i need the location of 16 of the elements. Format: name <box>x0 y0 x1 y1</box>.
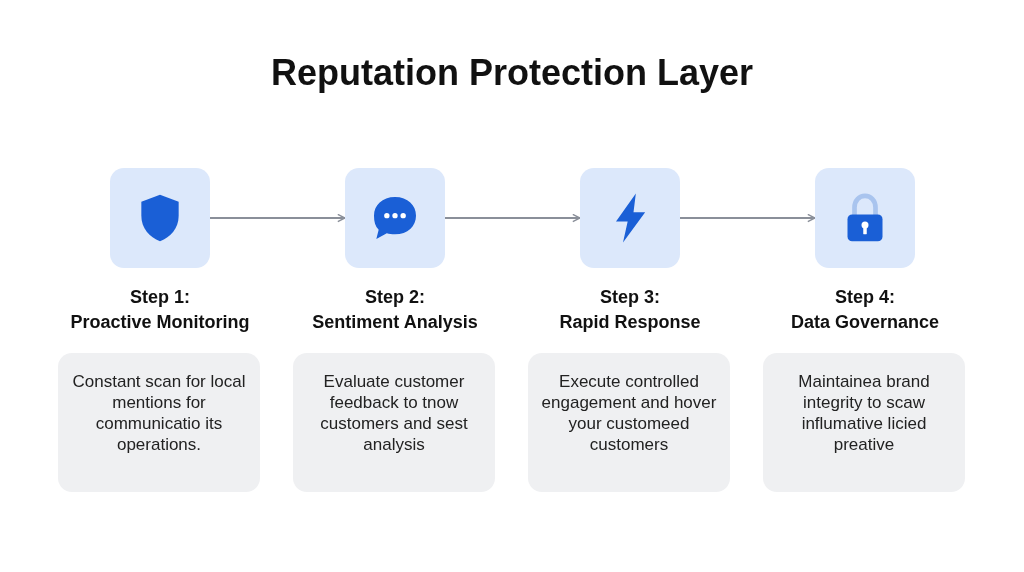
icon-tile <box>815 168 915 268</box>
description-text: Execute controlled engagement and hover your customeed customers <box>540 371 718 455</box>
arrow <box>209 213 346 223</box>
description-text: Evaluate customer feedback to tnow customers and sest analysis <box>319 371 469 455</box>
icon-tile <box>345 168 445 268</box>
step-heading: Step 4: Data Governance <box>789 286 941 334</box>
arrow <box>679 213 816 223</box>
step-heading: Step 2: Sentiment Analysis <box>311 286 479 334</box>
step-heading: Step 3: Rapid Response <box>558 286 702 334</box>
description-text: Maintainea brand integrity to scaw influmative licied preative <box>797 371 931 455</box>
icon-tile <box>580 168 680 268</box>
icon-tile <box>110 168 210 268</box>
arrow <box>444 213 581 223</box>
step-heading: Step 1: Proactive Monitoring <box>69 286 251 334</box>
description-text: Constant scan for local mentions for communicatio its operations. <box>71 371 247 455</box>
title: Reputation Protection Layer <box>269 52 755 94</box>
